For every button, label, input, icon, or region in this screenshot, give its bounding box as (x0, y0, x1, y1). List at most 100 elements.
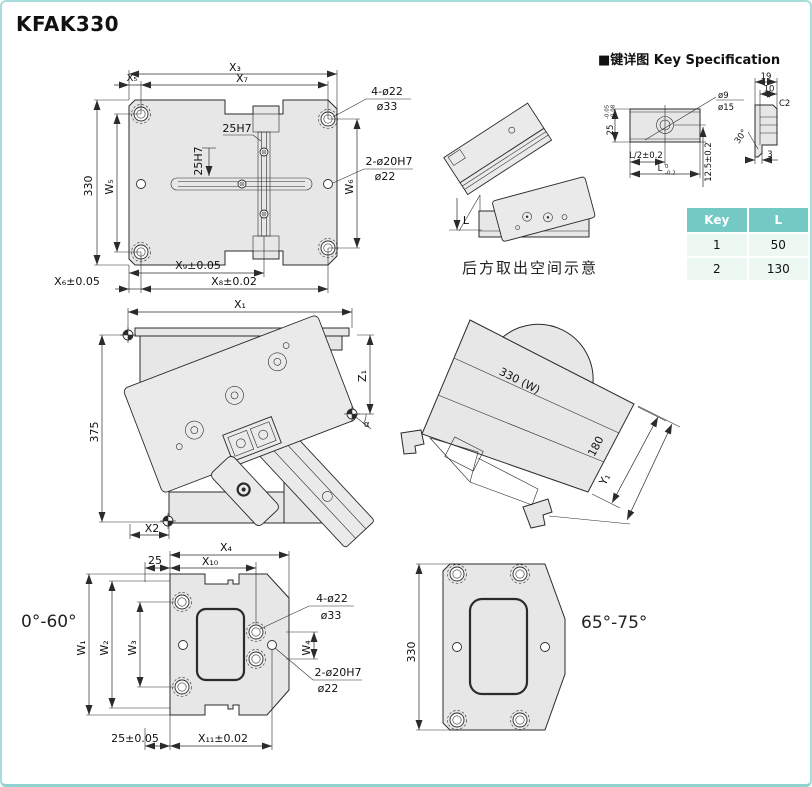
dowel-hole (178, 640, 188, 650)
dim-x9: X₉±0.05 (175, 259, 221, 272)
table-header-row: Key L (685, 206, 810, 234)
table-row: 2 130 (685, 256, 810, 282)
dim-w1: W₁ (75, 640, 88, 655)
l-column-header: L (746, 206, 810, 234)
callout-dowel-line1: 2-ø20H7 (315, 666, 362, 679)
key-length: L (658, 164, 663, 174)
callout-dowel-line2: ø22 (318, 682, 339, 695)
key-front-view: ø9 ø15 25 -0.05 -0.08 L/2±0.2 L 0 -0.2 1… (605, 91, 744, 187)
dim-w4: W₄ (300, 640, 313, 656)
key-width-tol-lower: -0.08 (611, 104, 617, 119)
front-view-low: X₄ X₁₀ 25 W₁ W₂ W₃ W₄ 4-ø22 ø33 2-ø20H7 … (75, 541, 362, 750)
dim-x7: X₇ (236, 72, 248, 85)
rear-clearance-view: L (443, 102, 596, 242)
angle-range-high-label: 65°-75° (581, 613, 648, 633)
key-step-width: 10 (764, 85, 775, 95)
plan-dimension-lines (93, 70, 413, 293)
front-high-dimension-lines (415, 563, 450, 731)
iso-foot (400, 429, 425, 455)
key-side-dimension-lines (745, 78, 778, 164)
key-cbore-dia: ø15 (718, 103, 734, 113)
dim-w3: W₃ (126, 640, 139, 655)
slot-screw (259, 209, 269, 219)
dim-w2: W₂ (98, 640, 111, 655)
front-low-cutout (195, 607, 246, 682)
callout-cbore-line1: 4-ø22 (316, 592, 348, 605)
key-length-tol-upper: 0 (665, 164, 669, 170)
dim-slot-25h7-vertical: 25H7 (222, 122, 251, 135)
key-chamfer-angle: 30° (733, 128, 750, 146)
callout-cbore-line1: 4-ø22 (371, 85, 403, 98)
iso-foot (522, 498, 553, 529)
rear-clearance-caption: 后方取出空间示意 (461, 259, 598, 277)
dim-alpha: α (364, 420, 370, 430)
dim-330-high: 330 (405, 642, 418, 663)
side-lower-plate (211, 456, 279, 526)
plan-view: X₃ X₇ X₅ 330 W₅ W₆ 25H7 25H7 4-ø22 ø33 2… (54, 61, 413, 293)
iso-view: 330 (W) 180 Y₁ (400, 319, 681, 529)
front-high-cutout (468, 597, 529, 696)
dim-x4: X₄ (220, 541, 233, 554)
slot-screw (259, 147, 269, 157)
dim-w6: W₆ (343, 179, 356, 195)
dim-x6: X₆±0.05 (54, 275, 100, 288)
key-side-view: 19 10 C2 3 30° (733, 72, 790, 164)
key-spec-table: Key L 1 50 2 130 (685, 206, 810, 282)
dim-25-bottom: 25±0.05 (111, 732, 159, 745)
key-edge-offset: 12.5±0.2 (704, 142, 714, 182)
dim-x10: X₁₀ (202, 555, 219, 568)
key-cell: 2 (685, 256, 749, 282)
front-low-outline (169, 573, 290, 716)
l-cell: 50 (746, 232, 810, 258)
dim-x8: X₈±0.02 (211, 275, 257, 288)
key-width: 25 (606, 125, 616, 136)
key-hole-dia: ø9 (718, 91, 729, 101)
dim-x3: X₃ (229, 61, 241, 74)
key-side-outline (754, 104, 778, 158)
callout-cbore-line2: ø33 (321, 609, 342, 622)
key-chamfer: C2 (779, 99, 790, 109)
dim-x11: X₁₁±0.02 (198, 732, 248, 745)
dim-y1: Y₁ (596, 471, 613, 488)
table-row: 1 50 (685, 232, 810, 258)
rear-upper-plate (443, 102, 553, 196)
front-view-high: 330 (405, 563, 566, 731)
side-dimension-lines (98, 308, 374, 539)
dim-x5: X₅ (127, 73, 138, 84)
slot-screw (237, 179, 247, 189)
front-high-outline (442, 563, 566, 731)
key-column-header: Key (685, 206, 749, 234)
callout-cbore-line2: ø33 (377, 100, 398, 113)
callout-dowel-line1: 2-ø20H7 (366, 155, 413, 168)
side-rotary-plate (123, 315, 357, 493)
key-length-tol-lower: -0.2 (665, 171, 676, 177)
page-title: KFAK330 (16, 12, 120, 36)
callout-dowel-line2: ø22 (375, 170, 396, 183)
dim-z1: Z₁ (356, 370, 369, 382)
side-clamp-block (222, 416, 282, 462)
rear-lower-plate (492, 176, 596, 242)
key-front-dimension-lines (611, 108, 707, 187)
key-cell: 1 (685, 232, 749, 258)
dim-330: 330 (82, 176, 95, 197)
dowel-hole (323, 179, 333, 189)
dowel-hole (136, 179, 146, 189)
key-spec-heading: ■键详图 Key Specification (598, 53, 781, 68)
front-low-dimension-lines (85, 551, 362, 750)
rear-l-dim: L (463, 214, 470, 227)
dowel-hole (452, 642, 462, 652)
dim-25-top: 25 (148, 554, 162, 567)
dim-x2: X2 (145, 522, 160, 535)
key-lip-thickness: 3 (767, 150, 772, 160)
key-overall-width: 19 (761, 72, 772, 82)
key-half-length: L/2±0.2 (629, 151, 663, 161)
dowel-hole (540, 642, 550, 652)
iso-dimension-lines (548, 405, 681, 525)
dim-w5: W₅ (103, 179, 116, 194)
l-cell: 130 (746, 256, 810, 282)
key-cbore-circle (656, 116, 674, 134)
angle-range-low-label: 0°-60° (21, 612, 77, 632)
dim-slot-25h7-horizontal: 25H7 (192, 146, 205, 175)
